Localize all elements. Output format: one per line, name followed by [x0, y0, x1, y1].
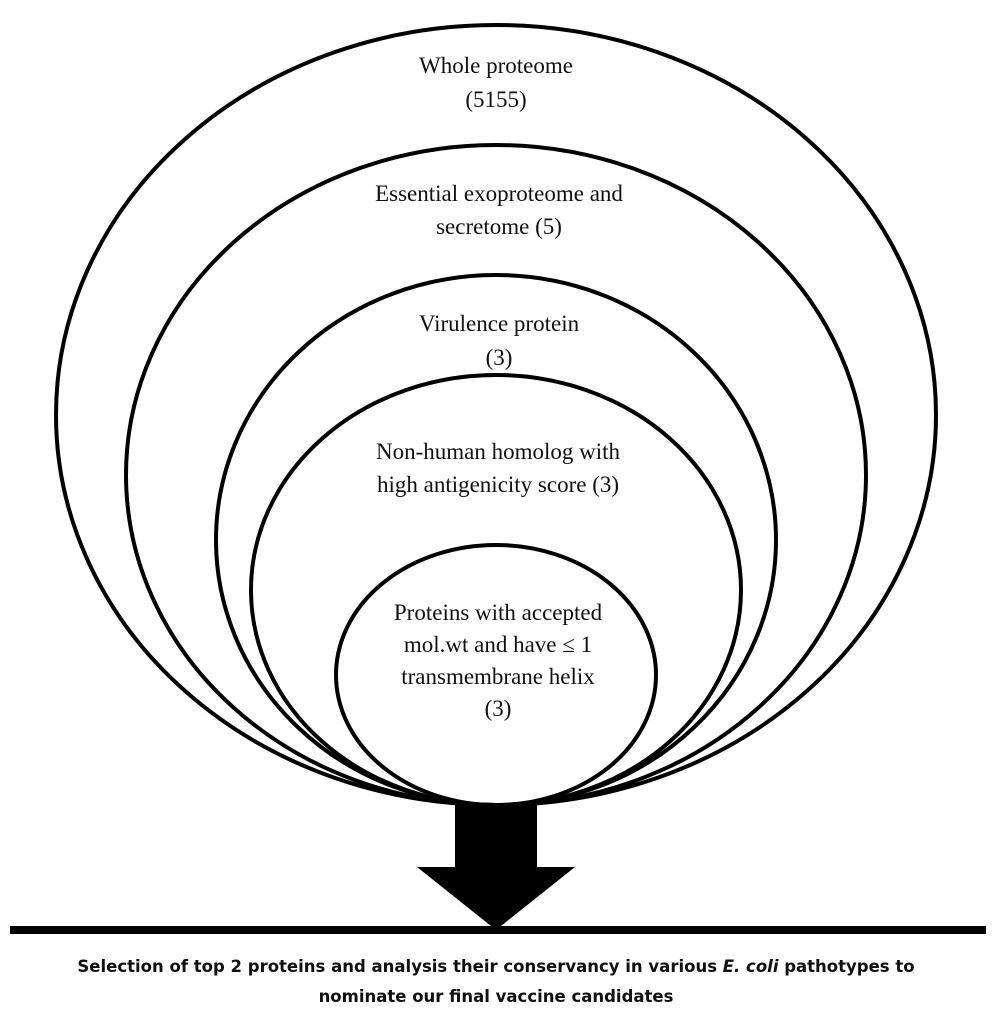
caption-species: E. coli — [722, 957, 779, 976]
accepted-proteins-helix: transmembrane helix — [401, 664, 595, 689]
accepted-proteins-molwt: mol.wt and have ≤ 1 — [404, 632, 592, 657]
virulence-protein-label: Virulence protein — [419, 311, 580, 336]
whole-proteome-label: Whole proteome — [419, 53, 573, 78]
caption-text-before: Selection of top 2 proteins and analysis… — [77, 957, 723, 976]
caption-line-2: nominate our final vaccine candidates — [0, 985, 992, 1009]
essential-exoproteome-label: Essential exoproteome and — [375, 181, 623, 206]
essential-exoproteome-count: secretome (5) — [436, 214, 562, 239]
non-human-homolog-count: high antigenicity score (3) — [377, 472, 619, 497]
accepted-proteins-count: (3) — [485, 696, 512, 721]
caption-text-after: pathotypes to — [778, 957, 915, 976]
down-arrow-icon — [417, 803, 575, 930]
caption-text-line-2: nominate our final vaccine candidates — [318, 987, 674, 1006]
caption-line-1: Selection of top 2 proteins and analysis… — [0, 955, 992, 979]
whole-proteome-count: (5155) — [465, 87, 526, 112]
virulence-protein-count: (3) — [486, 345, 513, 370]
accepted-proteins-label: Proteins with accepted — [394, 600, 603, 625]
baseline-divider — [10, 926, 986, 934]
funnel-diagram: Whole proteome (5155) Essential exoprote… — [10, 23, 986, 934]
non-human-homolog-label: Non-human homolog with — [376, 439, 621, 464]
